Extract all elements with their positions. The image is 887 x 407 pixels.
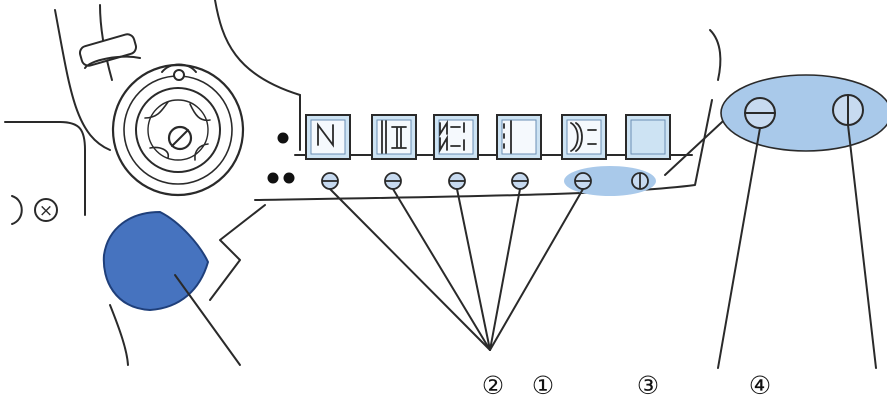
stitch-button-6[interactable] [625,114,671,160]
flat-screw-large[interactable] [744,97,776,129]
thread-guide-handle [78,33,141,69]
callout-3: ③ [637,371,659,400]
stitch-button-1[interactable] [305,114,351,160]
callout-2: ② [482,371,504,400]
leader-line-4 [489,188,521,351]
callout-4: ④ [749,371,771,400]
cross-screw-large[interactable] [832,94,864,126]
leader-line-4 [717,127,761,369]
leader-line-2 [392,188,491,351]
side-symbol: × [11,195,58,225]
flat-screw-1[interactable] [321,172,339,190]
flat-screw-5[interactable] [574,172,592,190]
stitch-button-4[interactable] [496,114,542,160]
zigzag-icon [317,122,334,148]
indicator-dots [267,132,295,184]
leader-line-3 [456,188,491,351]
flat-screw-3[interactable] [448,172,466,190]
straight-stitch-icon [503,120,512,154]
leader-line-1 [329,188,491,351]
flat-screw-2[interactable] [384,172,402,190]
leader-line-5 [489,188,584,351]
x-mark-glyph: × [39,201,53,221]
cross-screw-6[interactable] [631,172,649,190]
highlighted-screws[interactable] [574,172,649,190]
stitch-pattern-icon [439,119,465,154]
machine-outline [4,0,722,366]
bar-stitch-icon [381,120,407,154]
buttonhole-icon [570,122,597,152]
stitch-button-5[interactable] [561,114,607,160]
flat-screw-4[interactable] [511,172,529,190]
stitch-dial[interactable] [102,210,241,366]
adjust-screws[interactable] [321,172,529,190]
leader-line-right [847,124,877,369]
stitch-button-3[interactable] [433,114,479,160]
callout-leader-lines [329,188,584,351]
x-circle-icon [34,198,58,222]
magnified-view [720,74,887,152]
stitch-buttons[interactable] [305,114,671,160]
stitch-button-2[interactable] [371,114,417,160]
bobbin-wheel [111,63,245,197]
callout-1: ① [532,371,554,400]
